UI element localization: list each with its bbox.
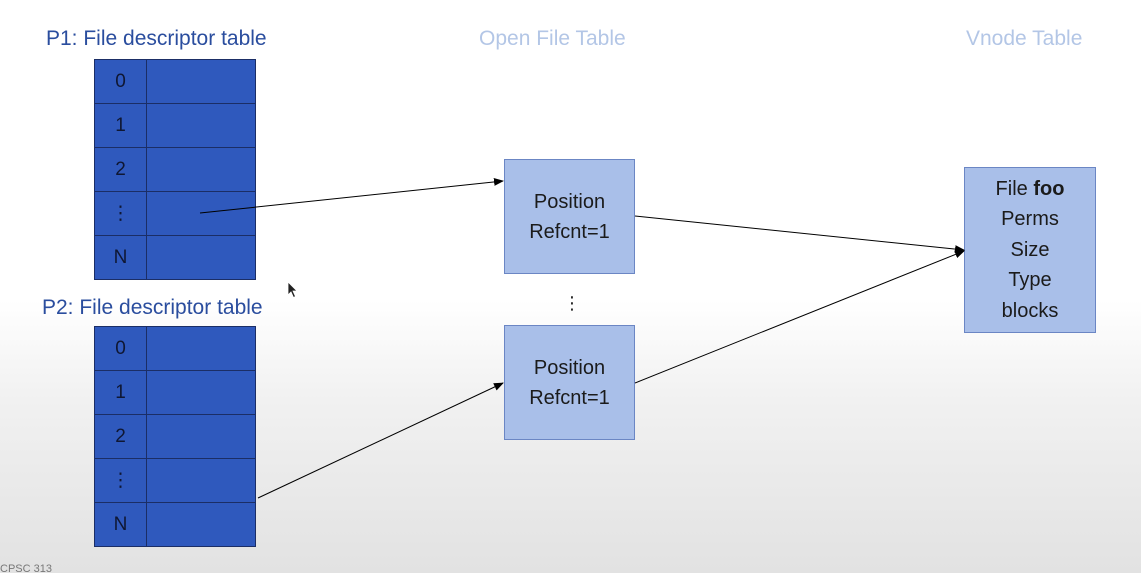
open-file-refcnt-label: Refcnt=1 (529, 220, 610, 243)
p1-fd-index: ⋮ (95, 192, 147, 235)
open-file-entry-1: Position Refcnt=1 (504, 159, 635, 274)
vnode-table-title: Vnode Table (966, 27, 1083, 50)
p1-fd-row: 0 (95, 60, 255, 104)
arrow-p2-to-open-file-2 (257, 382, 504, 499)
p2-fd-row: 0 (95, 327, 255, 371)
open-file-table-title: Open File Table (479, 27, 626, 50)
vnode-entry-foo: File foo Perms Size Type blocks (964, 167, 1096, 333)
p2-fd-index: ⋮ (95, 459, 147, 502)
open-file-entry-2: Position Refcnt=1 (504, 325, 635, 440)
p1-fd-index: 0 (95, 60, 147, 103)
p2-fd-index: 0 (95, 327, 147, 370)
p1-table-title: P1: File descriptor table (46, 27, 267, 50)
vnode-field-blocks: blocks (1001, 299, 1059, 322)
p2-fd-row: N (95, 503, 255, 546)
arrow-open-file-2-to-vnode (634, 250, 965, 384)
p1-fd-row: 2 (95, 148, 255, 192)
p2-file-descriptor-table: 0 1 2 ⋮ N (94, 326, 256, 547)
open-file-position-label: Position (533, 190, 606, 213)
p1-fd-index: 2 (95, 148, 147, 191)
open-file-refcnt-label: Refcnt=1 (529, 386, 610, 409)
course-footer: CPSC 313 (0, 563, 52, 575)
vnode-field-perms: Perms (1001, 208, 1059, 231)
vnode-file-label: File foo (996, 174, 1065, 205)
p1-fd-row: 1 (95, 104, 255, 148)
vnode-file-name: foo (1033, 177, 1065, 200)
arrow-open-file-1-to-vnode (634, 215, 965, 254)
p1-fd-index: N (95, 236, 147, 279)
vnode-field-size: Size (1010, 238, 1050, 261)
vnode-file-prefix: File (995, 177, 1034, 200)
p1-file-descriptor-table: 0 1 2 ⋮ N (94, 59, 256, 280)
vnode-field-type: Type (1008, 269, 1052, 292)
p1-fd-index: 1 (95, 104, 147, 147)
mouse-cursor-icon (287, 281, 298, 299)
p2-fd-index: 2 (95, 415, 147, 458)
open-file-position-label: Position (533, 356, 606, 379)
p2-fd-row: 2 (95, 415, 255, 459)
p2-fd-row: ⋮ (95, 459, 255, 503)
p1-fd-row: N (95, 236, 255, 279)
ellipsis-marker: ⋮ (563, 293, 581, 313)
p2-fd-index: N (95, 503, 147, 546)
p1-fd-row: ⋮ (95, 192, 255, 236)
p2-table-title: P2: File descriptor table (42, 296, 263, 319)
arrow-p1-to-open-file-1 (199, 177, 504, 214)
p2-fd-row: 1 (95, 371, 255, 415)
p2-fd-index: 1 (95, 371, 147, 414)
